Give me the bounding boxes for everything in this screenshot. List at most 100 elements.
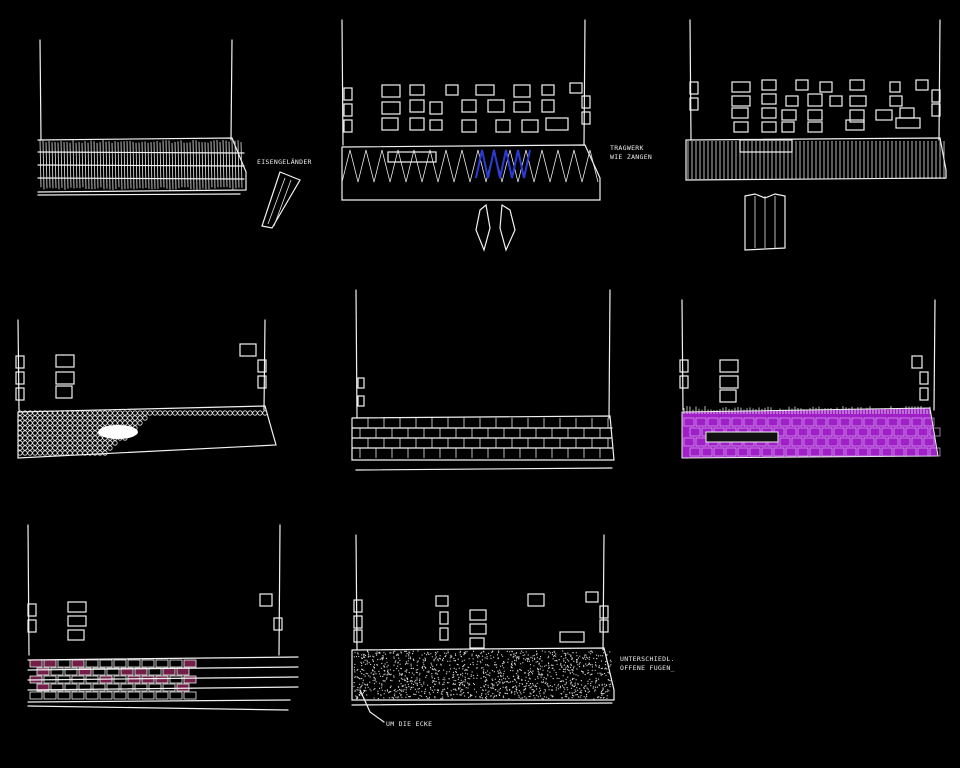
- mesh-ring: [17, 420, 23, 426]
- window: [781, 121, 795, 133]
- mesh-ring: [112, 410, 118, 416]
- speckle: [424, 691, 426, 693]
- mesh-ring: [57, 440, 63, 446]
- speckle: [516, 686, 518, 688]
- speckle: [520, 663, 522, 665]
- speckle: [493, 656, 495, 658]
- speckle: [400, 673, 402, 675]
- speckle: [437, 658, 439, 661]
- mesh-ring: [72, 440, 78, 446]
- speckle: [529, 670, 532, 673]
- speckle: [377, 659, 379, 661]
- speckle: [444, 652, 446, 654]
- base-line: [355, 467, 613, 471]
- mesh-ring: [252, 410, 258, 416]
- speckle: [572, 669, 574, 671]
- speckle: [555, 659, 557, 662]
- speckle: [482, 689, 484, 691]
- speckle: [444, 655, 446, 658]
- speckle: [512, 670, 514, 672]
- speckle: [544, 682, 546, 685]
- speckle: [561, 665, 563, 667]
- mesh-ring: [52, 445, 58, 451]
- window: [475, 84, 495, 96]
- speckle: [392, 652, 394, 654]
- window: [461, 119, 477, 133]
- speckle: [518, 678, 520, 680]
- speckle: [524, 654, 526, 656]
- window: [585, 591, 599, 603]
- speckle: [560, 655, 562, 658]
- window: [581, 111, 591, 125]
- window: [343, 119, 353, 133]
- speckle: [586, 695, 588, 698]
- mesh-ring: [82, 420, 88, 426]
- railing-detail-bar: [273, 179, 292, 227]
- speckle: [488, 690, 490, 692]
- window: [889, 95, 903, 107]
- speckle: [600, 692, 602, 694]
- speckle: [498, 692, 500, 694]
- speckle: [499, 669, 501, 671]
- brick: [857, 447, 869, 457]
- mesh-ring: [117, 420, 123, 426]
- speckle: [410, 680, 412, 682]
- speckle: [523, 686, 525, 688]
- speckle: [514, 679, 516, 681]
- speckle: [571, 678, 574, 681]
- speckle: [587, 663, 589, 666]
- speckle: [437, 651, 439, 653]
- speckle: [465, 687, 467, 689]
- speckle: [434, 696, 436, 698]
- speckle: [353, 666, 355, 668]
- speckle: [421, 695, 423, 697]
- brick: [148, 683, 162, 692]
- speckle: [588, 651, 590, 653]
- speckle: [565, 683, 567, 685]
- mesh-ring: [207, 410, 213, 416]
- mesh-ring: [42, 420, 48, 426]
- speckle: [431, 675, 433, 677]
- window: [527, 593, 545, 607]
- speckle: [374, 678, 376, 680]
- window: [409, 84, 425, 96]
- speckle: [540, 674, 543, 676]
- speckle: [608, 672, 610, 674]
- speckle: [563, 660, 565, 662]
- speckle: [490, 695, 492, 697]
- facade-edge-right: [278, 524, 281, 656]
- window: [795, 79, 809, 91]
- speckle: [462, 682, 464, 684]
- speckle: [383, 697, 385, 699]
- speckle: [549, 671, 551, 673]
- speckle: [463, 653, 465, 655]
- speckle: [555, 653, 557, 655]
- speckle: [467, 677, 469, 680]
- speckle: [450, 693, 452, 696]
- speckle: [605, 674, 607, 676]
- brick: [803, 417, 815, 427]
- speckle: [483, 672, 485, 675]
- window: [513, 101, 531, 113]
- mesh-ring: [107, 445, 113, 451]
- mesh-ring: [107, 410, 113, 416]
- speckle: [485, 678, 487, 681]
- mesh-ring: [27, 425, 33, 431]
- speckle: [359, 691, 361, 694]
- speckle: [564, 668, 567, 670]
- speckle: [372, 659, 374, 661]
- speckle: [370, 663, 372, 666]
- speckle: [460, 673, 462, 676]
- mesh-ring: [142, 415, 148, 421]
- speckle: [552, 678, 554, 680]
- speckle: [455, 671, 457, 673]
- speckle: [544, 690, 547, 692]
- speckle: [364, 690, 366, 692]
- speckle: [447, 687, 449, 689]
- window: [469, 609, 487, 621]
- mesh-ring: [37, 445, 43, 451]
- speckle: [529, 692, 531, 694]
- speckle: [492, 686, 494, 688]
- brick: [141, 659, 155, 668]
- speckle: [477, 660, 479, 662]
